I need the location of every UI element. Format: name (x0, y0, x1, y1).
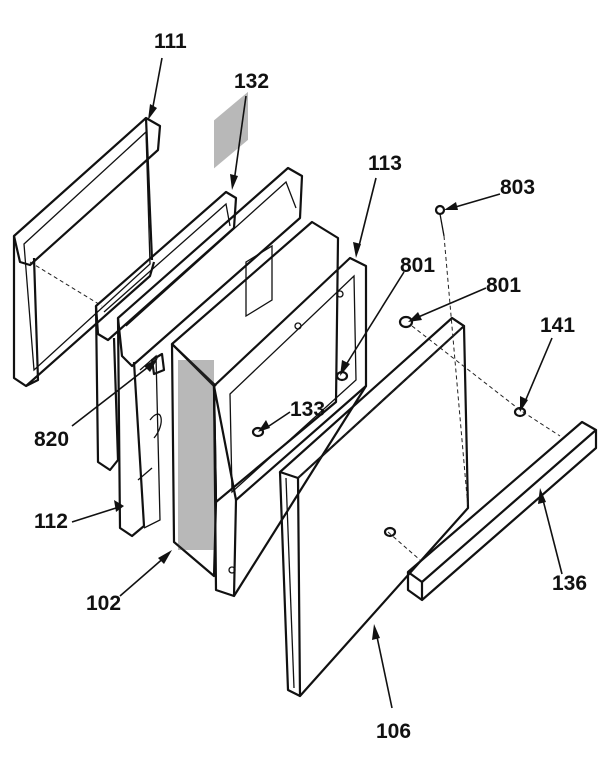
callout-801-right: 801 (486, 274, 521, 297)
part-820-clip (150, 352, 166, 376)
callout-136: 136 (552, 572, 587, 595)
callout-111: 111 (154, 30, 187, 53)
part-102-insulation-block (170, 91, 340, 578)
door-screw-hole (383, 526, 397, 538)
leader-lines (71, 57, 563, 709)
part-803-screw (434, 204, 446, 237)
callout-102: 102 (86, 592, 121, 615)
callout-labels: 111 132 113 803 801 801 141 820 133 112 … (34, 30, 587, 743)
part-111-gasket-frame (12, 116, 162, 388)
part-801-nut (398, 315, 414, 329)
callout-106: 106 (376, 720, 411, 743)
fasteners (150, 204, 527, 538)
callout-803: 803 (500, 176, 535, 199)
part-113-inner-panel (212, 256, 368, 598)
part-133-washer (251, 426, 265, 438)
assembly-lines (387, 235, 561, 561)
callout-133: 133 (290, 398, 325, 421)
callout-820: 820 (34, 428, 69, 451)
part-136-handle-bar (406, 420, 598, 602)
callout-801-upper: 801 (400, 254, 435, 277)
part-106-door-panel (278, 316, 470, 698)
callout-132: 132 (234, 70, 269, 93)
callout-112: 112 (34, 510, 68, 533)
part-112-liner-frame (116, 166, 304, 538)
callout-113: 113 (368, 152, 402, 175)
callout-141: 141 (540, 314, 575, 337)
